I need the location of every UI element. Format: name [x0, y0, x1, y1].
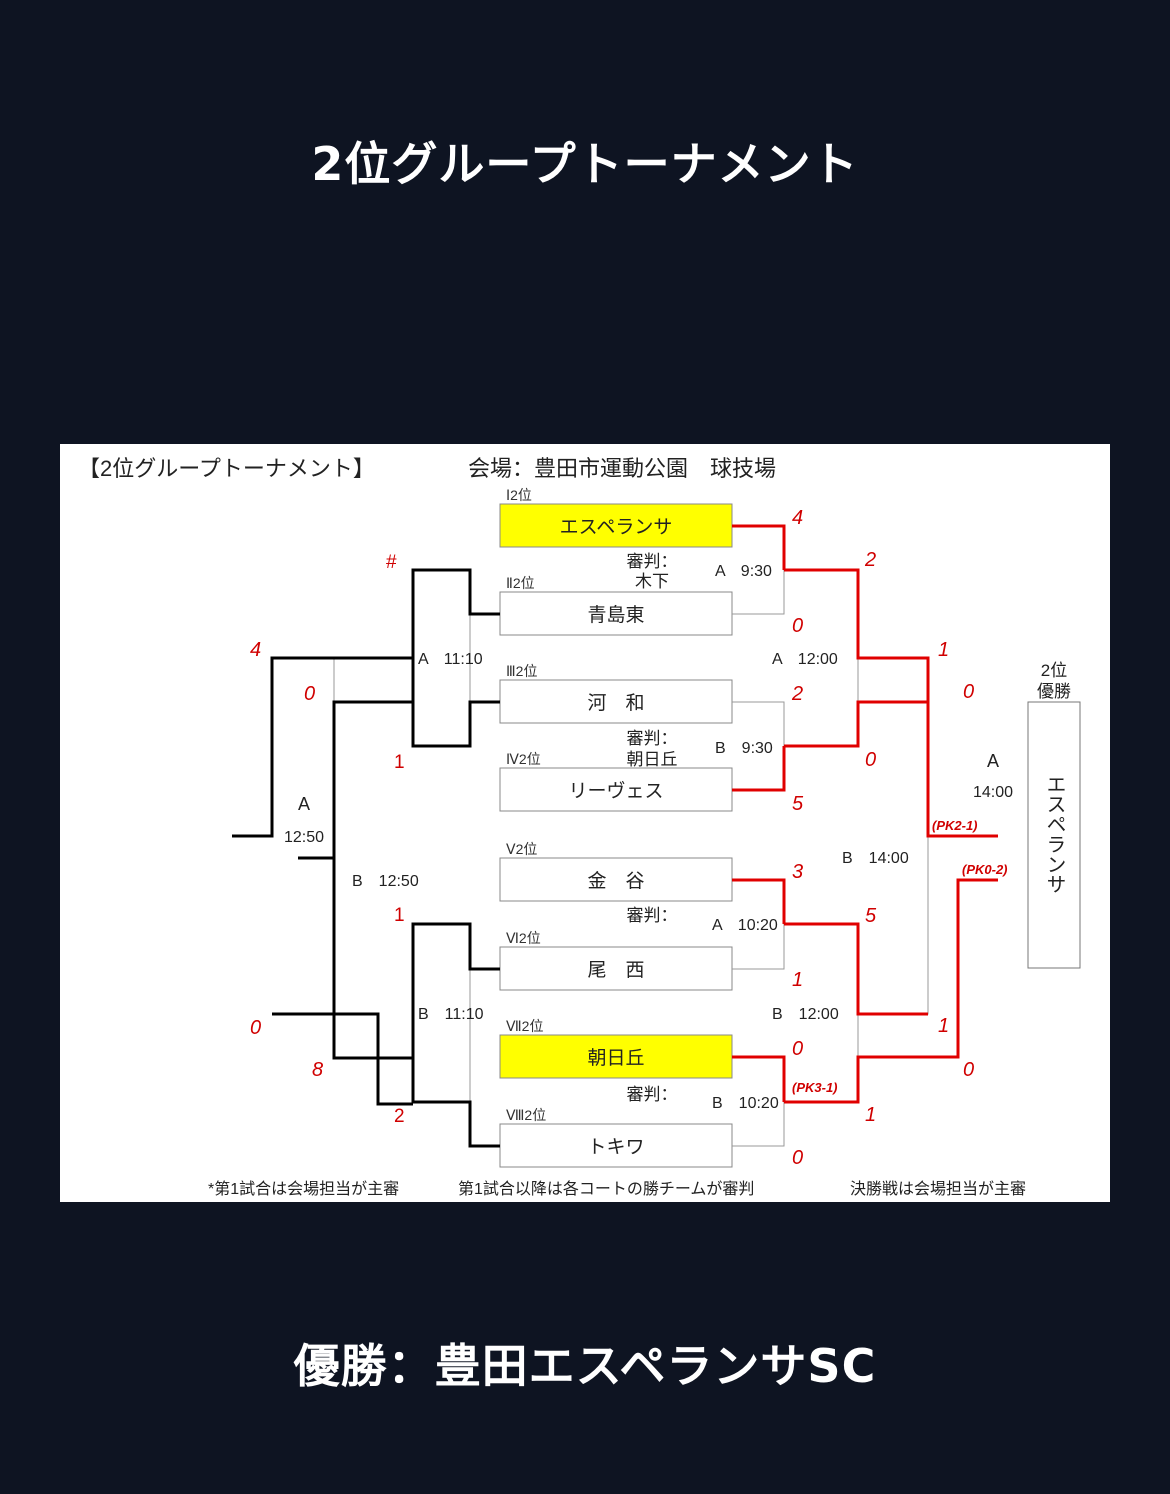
score-m1-top: 4	[792, 507, 803, 529]
score-fin-right-top: 0	[963, 681, 974, 703]
champion-caption: 優勝：豊田エスペランサSC	[293, 1339, 877, 1393]
score-sf1-bot: 0	[865, 749, 876, 771]
referee-label-m3: 審判：	[627, 906, 678, 925]
score-l-4: 4	[250, 639, 261, 661]
referee-name-m1: 木下	[635, 572, 669, 591]
team-box-1	[499, 503, 733, 548]
seed-label-2: Ⅱ2位	[506, 575, 535, 591]
team-box-7	[499, 1034, 733, 1079]
loser-scores-italic: 4 0 0 8	[250, 639, 323, 1081]
loser-lines	[232, 568, 500, 1148]
time-b1110: B 11:10	[418, 1006, 484, 1023]
team-box-3	[499, 679, 733, 724]
seed-label-3: Ⅲ2位	[506, 663, 537, 679]
score-sf2-bot: 1	[865, 1104, 876, 1126]
page-title: 2位グループトーナメント	[311, 137, 859, 191]
team-names: エスペランサ 青島東 河 和 リーヴェス 金 谷 尾 西 朝日丘 トキワ	[560, 517, 673, 1158]
team-name-3: 河 和	[587, 692, 644, 714]
final-court: A	[987, 751, 999, 771]
time-m2: B 9:30	[715, 740, 773, 757]
time-b1250: B 12:50	[352, 873, 419, 890]
pk-final-top: (PK2-1)	[932, 818, 978, 833]
score-sf1-top: 2	[864, 549, 876, 571]
score-l-1b: 1	[394, 905, 405, 926]
team-box-5	[499, 857, 733, 902]
team-name-6: 尾 西	[587, 960, 644, 981]
score-l-1: 1	[394, 752, 405, 773]
winner-box	[1027, 701, 1081, 969]
team-name-1: エスペランサ	[560, 517, 673, 538]
seed-label-5: Ⅴ2位	[506, 841, 537, 857]
seed-label-6: Ⅵ2位	[506, 930, 541, 946]
team-name-2: 青島東	[587, 604, 644, 626]
winner-label-line2: 優勝	[1037, 682, 1071, 701]
team-boxes	[499, 503, 733, 1168]
score-fin-top: 1	[938, 639, 949, 661]
pk-m4: (PK3-1)	[792, 1080, 838, 1095]
seed-label-1: Ⅰ2位	[506, 487, 532, 503]
winner-lines	[732, 524, 998, 1104]
time-a1250-court: A	[298, 794, 310, 814]
score-m2-top: 2	[791, 683, 803, 705]
time-b1400: B 14:00	[842, 850, 909, 867]
score-m2-bot: 5	[792, 793, 804, 815]
score-l-8: 8	[312, 1059, 323, 1081]
referee-label-m4: 審判：	[627, 1085, 678, 1104]
score-m3-bot: 1	[792, 969, 803, 991]
team-name-7: 朝日丘	[587, 1047, 644, 1069]
time-m1: A 9:30	[715, 563, 772, 580]
team-box-6	[499, 946, 733, 991]
footnote-1: *第1試合は会場担当が主審	[208, 1180, 399, 1198]
time-m4: B 10:20	[712, 1095, 779, 1112]
match-times: A 9:30 B 9:30 A 10:20 B 10:20 A 12:00 B …	[284, 563, 1013, 1112]
bracket-header-title: 【2位グループトーナメント】	[78, 456, 375, 481]
score-l-2: 2	[394, 1106, 405, 1127]
time-sf1: A 12:00	[772, 651, 838, 668]
score-m4-top: 0	[792, 1038, 803, 1060]
seed-label-8: Ⅷ2位	[506, 1107, 546, 1123]
loser-scores: # 1 1 2	[386, 552, 405, 1127]
referee-labels: 審判： 木下 審判： 朝日丘 審判： 審判：	[627, 552, 678, 1104]
score-m1-bot: 0	[792, 615, 803, 637]
tournament-bracket-image: 【2位グループトーナメント】 会場：豊田市運動公園 球技場 エスペランサ 青島東…	[60, 444, 1110, 1202]
score-l-hash: #	[386, 552, 397, 573]
referee-name-m2: 朝日丘	[627, 750, 678, 769]
footnote-3: 決勝戦は会場担当が主審	[850, 1180, 1026, 1198]
score-fin-right-bot: 0	[963, 1059, 974, 1081]
team-name-4: リーヴェス	[568, 780, 663, 802]
team-name-8: トキワ	[587, 1137, 644, 1158]
team-box-4	[499, 767, 733, 812]
referee-label-m2: 審判：	[627, 729, 678, 748]
seed-labels: Ⅰ2位 Ⅱ2位 Ⅲ2位 Ⅳ2位 Ⅴ2位 Ⅵ2位 Ⅶ2位 Ⅷ2位	[506, 487, 546, 1123]
team-box-2	[499, 591, 733, 636]
time-sf2: B 12:00	[772, 1006, 839, 1023]
winner-label-line1: 2位	[1041, 661, 1067, 680]
time-a1250: 12:50	[284, 829, 324, 846]
time-a1110: A 11:10	[418, 651, 483, 668]
score-l-0a: 0	[304, 683, 315, 705]
team-name-5: 金 谷	[587, 870, 644, 892]
footnotes: *第1試合は会場担当が主審 第1試合以降は各コートの勝チームが審判 決勝戦は会場…	[208, 1180, 1026, 1198]
venue-label: 会場：豊田市運動公園 球技場	[468, 456, 776, 481]
final-time: 14:00	[973, 784, 1013, 801]
pk-final-bot: (PK0-2)	[962, 862, 1008, 877]
score-l-0b: 0	[250, 1017, 261, 1039]
winner-team-name: エスペランサ	[1043, 774, 1065, 894]
time-m3: A 10:20	[712, 917, 778, 934]
scores: 4 0 2 5 3 1 0 0 2 0 5 1 1 0 1 0	[791, 507, 974, 1169]
footnote-2: 第1試合以降は各コートの勝チームが審判	[458, 1180, 754, 1198]
score-m4-bot: 0	[792, 1147, 803, 1169]
bracket-svg: 【2位グループトーナメント】 会場：豊田市運動公園 球技場 エスペランサ 青島東…	[78, 456, 1081, 1198]
score-sf2-top: 5	[865, 905, 877, 927]
seed-label-7: Ⅶ2位	[506, 1018, 543, 1034]
score-m3-top: 3	[792, 861, 803, 883]
referee-label-m1: 審判：	[627, 552, 678, 571]
pk-scores: (PK3-1) (PK2-1) (PK0-2)	[792, 818, 1008, 1095]
score-fin-bot: 1	[938, 1015, 949, 1037]
seed-label-4: Ⅳ2位	[506, 751, 541, 767]
